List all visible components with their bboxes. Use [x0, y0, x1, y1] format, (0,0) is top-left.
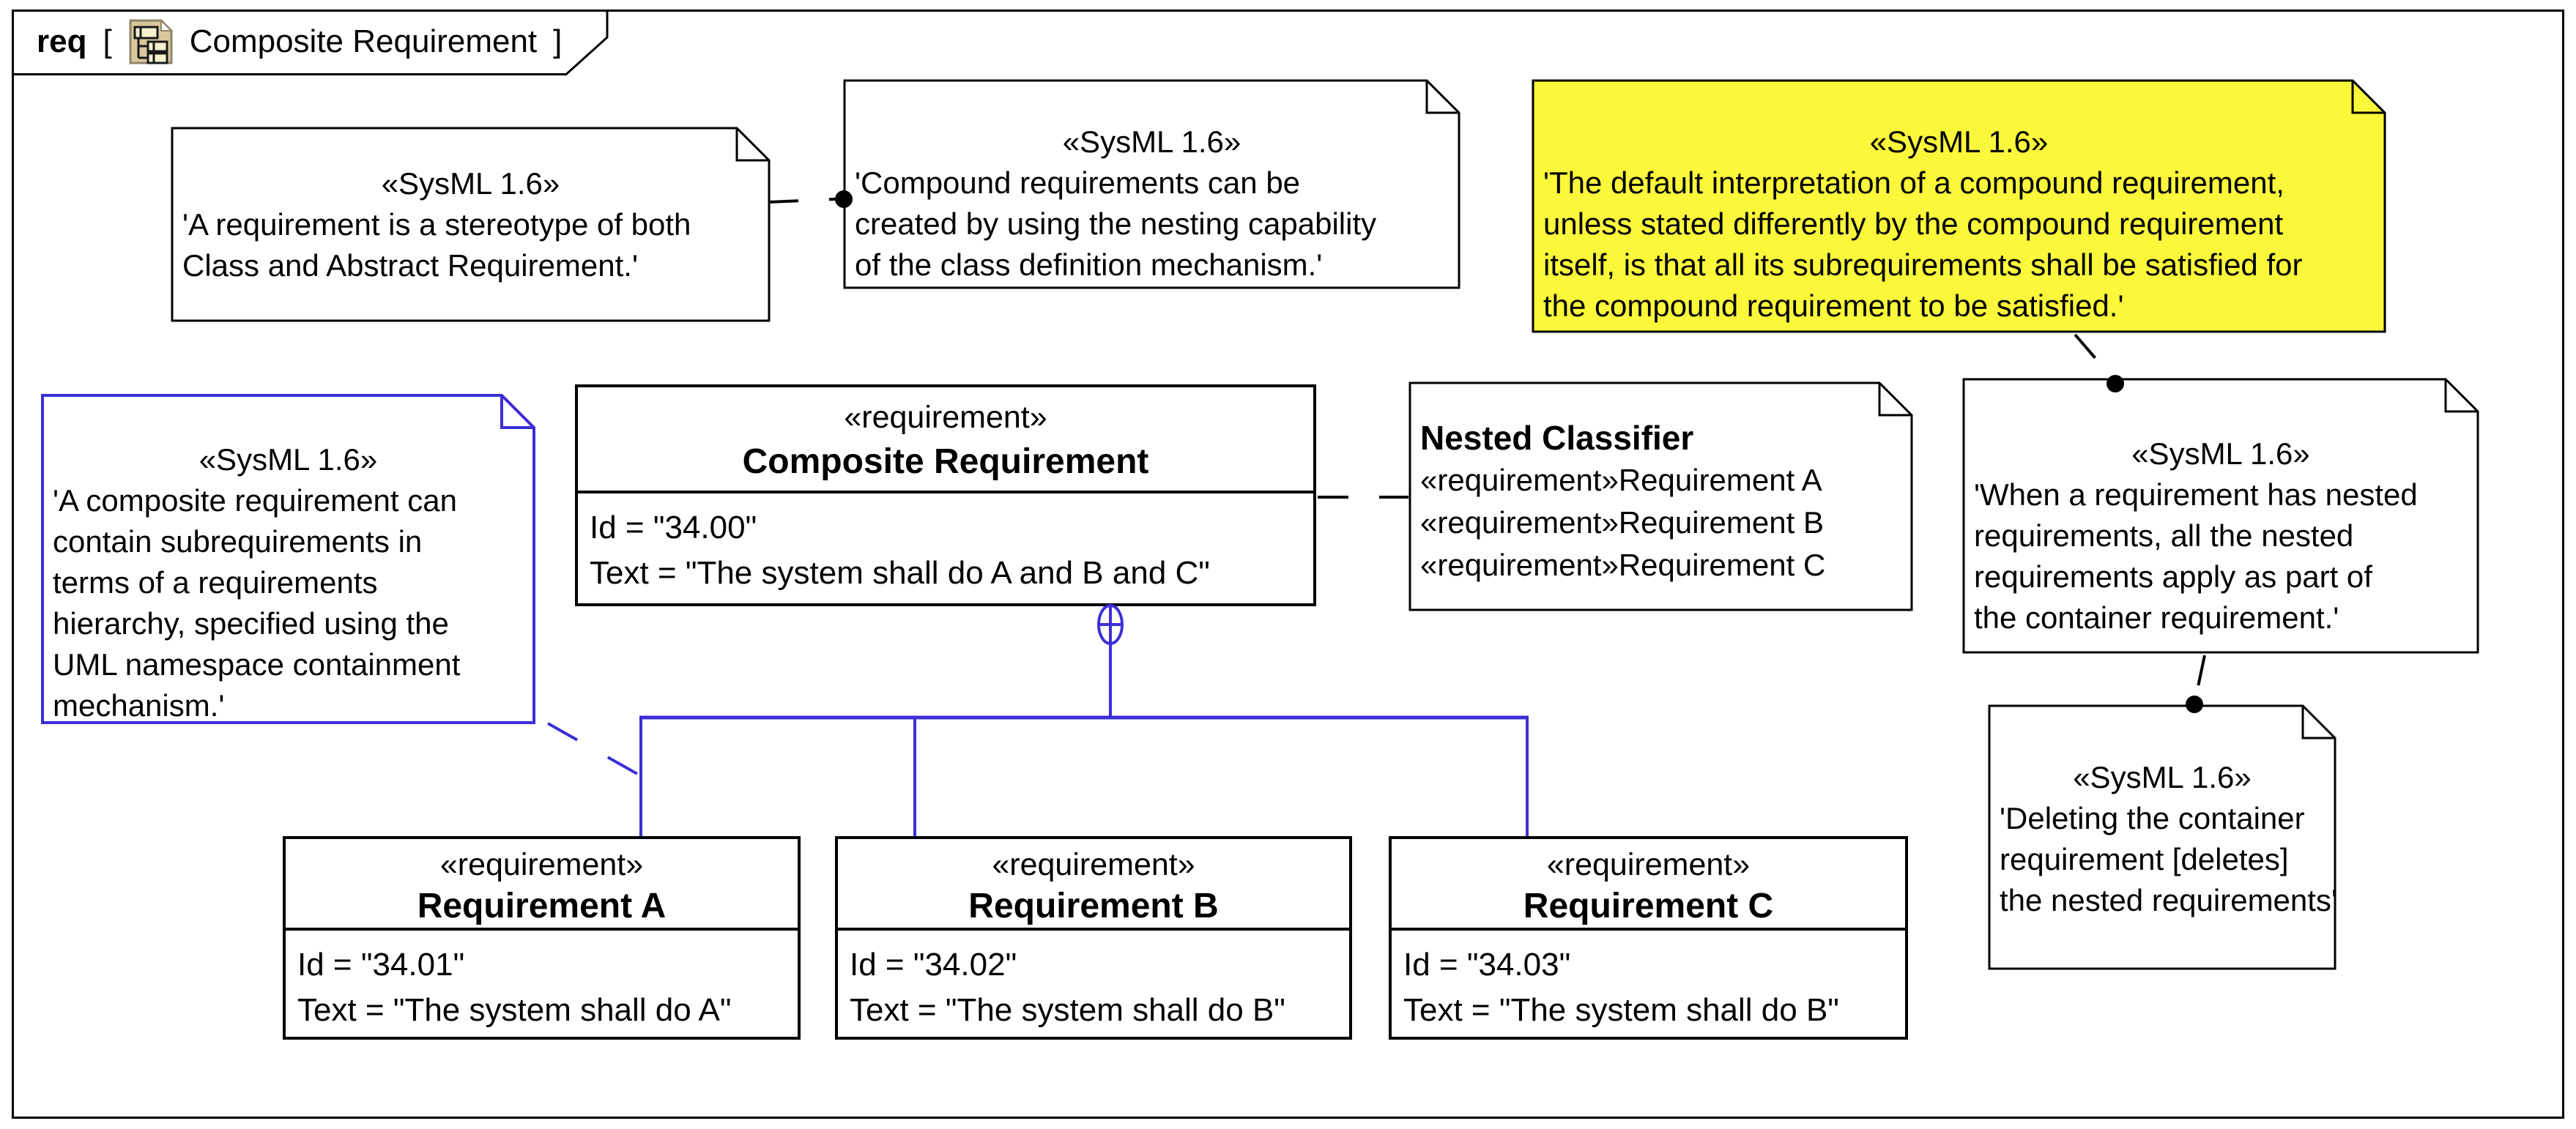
- note-text-line: requirements, all the nested: [1974, 518, 2354, 553]
- requirement-header: «requirement» Requirement A: [286, 839, 798, 931]
- note-shape: [843, 79, 1460, 289]
- requirement-text: Text = "The system shall do A and B and …: [590, 555, 1210, 591]
- diagram-frame: [12, 10, 2564, 1119]
- note-shape: [1408, 381, 1913, 611]
- note-composite-containment[interactable]: «SysML 1.6» 'A composite requirement can…: [41, 394, 535, 724]
- requirement-attributes: Id = "34.02" Text = "The system shall do…: [838, 931, 1349, 1033]
- note-text-line: unless stated differently by the compoun…: [1543, 206, 2284, 241]
- note-fold-icon: [2301, 706, 2335, 739]
- note-shape: [1988, 704, 2336, 970]
- note-default-interpretation[interactable]: «SysML 1.6» 'The default interpretation …: [1532, 79, 2386, 333]
- note-shape: [171, 127, 771, 322]
- note-stereotype-label: «SysML 1.6»: [2131, 436, 2310, 471]
- note-stereotype-label: «SysML 1.6»: [381, 166, 560, 201]
- requirement-attributes: Id = "34.00" Text = "The system shall do…: [578, 493, 1313, 596]
- note-shape: [1962, 378, 2479, 654]
- note-fold-icon: [2444, 379, 2478, 413]
- note-text-line: 'Compound requirements can be: [855, 165, 1301, 200]
- requirement-attributes: Id = "34.01" Text = "The system shall do…: [286, 931, 798, 1033]
- frame-tab-content: req [ Composite Requirement ]: [12, 10, 562, 74]
- requirement-text: Text = "The system shall do B": [850, 992, 1285, 1028]
- note-text-line: the compound requirement to be satisfied…: [1543, 288, 2124, 323]
- requirement-stereotype: «requirement»: [844, 400, 1047, 435]
- requirement-c[interactable]: «requirement» Requirement C Id = "34.03"…: [1389, 836, 1908, 1040]
- note-deleting-container[interactable]: «SysML 1.6» 'Deleting the container requ…: [1988, 704, 2337, 970]
- requirement-name: Requirement B: [968, 887, 1219, 925]
- requirement-header: «requirement» Requirement C: [1392, 839, 1905, 931]
- note-text-line: the container requirement.': [1974, 600, 2339, 635]
- note-shape: [1532, 79, 2386, 333]
- requirement-a[interactable]: «requirement» Requirement A Id = "34.01"…: [283, 836, 801, 1040]
- note-requirement-stereotype[interactable]: «SysML 1.6» 'A requirement is a stereoty…: [171, 127, 771, 322]
- note-text-line: «requirement»Requirement B: [1420, 505, 1824, 540]
- requirement-id: Id = "34.00": [590, 510, 757, 545]
- requirement-header: «requirement» Requirement B: [838, 839, 1349, 931]
- note-text-line: hierarchy, specified using the: [53, 606, 449, 641]
- requirement-header: «requirement» Composite Requirement: [578, 387, 1313, 493]
- note-text-line: itself, is that all its subrequirements …: [1543, 247, 2303, 282]
- note-text-line: the nested requirements': [2000, 883, 2337, 917]
- requirement-composite[interactable]: «requirement» Composite Requirement Id =…: [575, 384, 1316, 606]
- note-title: Nested Classifier: [1420, 419, 1694, 457]
- note-text-line: 'When a requirement has nested: [1974, 477, 2418, 512]
- frame-close-bracket: ]: [553, 23, 563, 59]
- note-text-line: of the class definition mechanism.': [855, 247, 1323, 282]
- note-text-line: UML namespace containment: [53, 647, 461, 682]
- note-text-line: requirement [deletes]: [2000, 842, 2289, 876]
- requirement-name: Requirement C: [1523, 887, 1774, 925]
- note-stereotype-label: «SysML 1.6»: [2073, 760, 2252, 794]
- requirement-stereotype: «requirement»: [992, 847, 1195, 882]
- note-compound-requirements[interactable]: «SysML 1.6» 'Compound requirements can b…: [843, 79, 1460, 289]
- requirement-text: Text = "The system shall do B": [1403, 992, 1839, 1028]
- note-fold-icon: [1425, 81, 1459, 114]
- note-fold-icon: [2351, 81, 2385, 114]
- note-text-line: 'A composite requirement can: [53, 483, 457, 518]
- diagram-title: Composite Requirement: [189, 23, 538, 59]
- note-fold-icon: [1878, 383, 1912, 417]
- requirement-text: Text = "The system shall do A": [297, 992, 732, 1028]
- note-text-line: 'Deleting the container: [2000, 801, 2305, 835]
- note-stereotype-label: «SysML 1.6»: [198, 442, 378, 477]
- requirement-name: Composite Requirement: [742, 442, 1149, 481]
- note-stereotype-label: «SysML 1.6»: [1062, 124, 1241, 159]
- note-text-line: Class and Abstract Requirement.': [182, 248, 638, 283]
- note-text-line: requirements apply as part of: [1974, 559, 2372, 594]
- note-text-line: 'A requirement is a stereotype of both: [182, 207, 691, 242]
- note-stereotype-label: «SysML 1.6»: [1869, 124, 2049, 159]
- requirement-id: Id = "34.01": [297, 947, 465, 983]
- note-text-line: contain subrequirements in: [53, 524, 423, 559]
- note-shape: [41, 394, 535, 724]
- note-text-line: «requirement»Requirement C: [1420, 548, 1826, 582]
- requirement-stereotype: «requirement»: [439, 847, 644, 882]
- requirement-id: Id = "34.03": [1403, 947, 1571, 983]
- requirement-attributes: Id = "34.03" Text = "The system shall do…: [1392, 931, 1905, 1033]
- requirement-id: Id = "34.02": [850, 947, 1017, 983]
- frame-open-bracket: [: [103, 23, 112, 59]
- note-fold-icon: [735, 128, 769, 162]
- requirement-name: Requirement A: [417, 887, 667, 925]
- note-text-line: 'The default interpretation of a compoun…: [1543, 165, 2284, 200]
- note-text-line: mechanism.': [53, 688, 225, 723]
- requirement-b[interactable]: «requirement» Requirement B Id = "34.02"…: [835, 836, 1352, 1040]
- note-text-line: terms of a requirements: [53, 565, 378, 600]
- requirement-diagram-icon: [129, 18, 174, 64]
- note-nested-apply[interactable]: «SysML 1.6» 'When a requirement has nest…: [1962, 378, 2479, 654]
- note-text-line: «requirement»Requirement A: [1420, 463, 1822, 497]
- requirement-stereotype: «requirement»: [1546, 847, 1751, 882]
- frame-kind-label: req: [37, 23, 87, 59]
- note-fold-icon: [500, 395, 534, 429]
- note-text-line: created by using the nesting capability: [855, 206, 1377, 241]
- note-nested-classifier[interactable]: Nested Classifier «requirement»Requireme…: [1408, 381, 1913, 611]
